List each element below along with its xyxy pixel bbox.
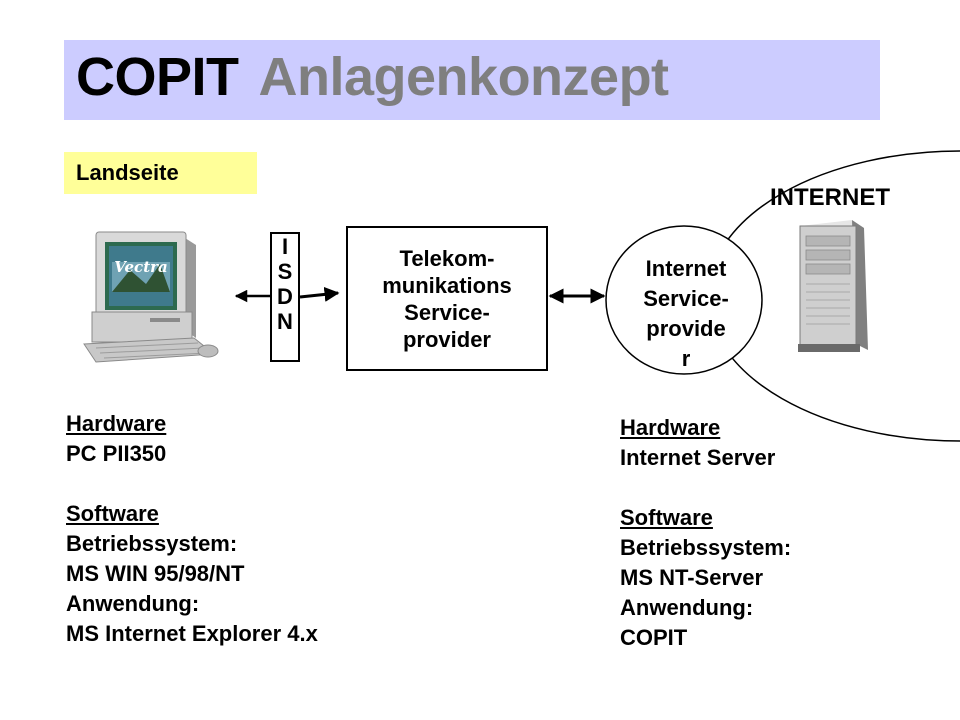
isdn-letter: N	[277, 309, 293, 334]
right-info-block: Hardware Internet Server Software Betrie…	[620, 413, 791, 653]
isdn-letter: D	[277, 284, 293, 309]
isp-line: Service-	[643, 286, 729, 311]
right-os-value: MS NT-Server	[620, 565, 764, 590]
telekom-line: provider	[402, 326, 491, 352]
left-hardware-value: PC PII350	[66, 441, 167, 466]
isdn-letter: I	[281, 234, 289, 259]
pc-computer-icon: Vectra	[83, 231, 219, 363]
left-info-block: Hardware PC PII350 Software Betriebssyst…	[66, 409, 318, 649]
isdn-letter: S	[277, 259, 293, 284]
telekom-line: Service-	[404, 299, 490, 325]
left-software-heading: Software	[66, 501, 159, 526]
right-hardware-heading: Hardware	[620, 415, 721, 440]
landseite-label: Landseite	[64, 152, 257, 194]
right-os-label: Betriebssystem:	[620, 535, 792, 560]
right-app-value: COPIT	[620, 625, 688, 650]
telekom-line: munikations	[382, 272, 512, 298]
title-part-copit: COPIT	[76, 47, 239, 107]
right-hardware-value: Internet Server	[620, 445, 776, 470]
title-bar: COPIT Anlagenkonzept	[64, 40, 880, 120]
left-app-value: MS Internet Explorer 4.x	[66, 621, 318, 646]
right-software-heading: Software	[620, 505, 713, 530]
isp-line: Internet	[645, 256, 727, 281]
server-tower-icon	[798, 220, 868, 352]
right-app-label: Anwendung:	[620, 595, 754, 620]
telekom-provider-text: Telekom- munikations Service- provider	[382, 245, 512, 353]
left-app-label: Anwendung:	[66, 591, 200, 616]
isdn-box: I S D N	[270, 232, 300, 362]
telekom-provider-box: Telekom- munikations Service- provider	[346, 226, 548, 371]
isp-line: r	[681, 346, 691, 371]
left-os-label: Betriebssystem:	[66, 531, 238, 556]
page-title: COPIT Anlagenkonzept	[76, 46, 669, 108]
connector-isdn-telekom	[299, 286, 340, 302]
pc-screen-text: Vectra	[114, 258, 168, 276]
left-os-value: MS WIN 95/98/NT	[66, 561, 245, 586]
telekom-line: Telekom-	[399, 245, 495, 271]
isp-line: provide	[646, 316, 726, 341]
left-hardware-heading: Hardware	[66, 411, 167, 436]
internet-label: INTERNET	[770, 184, 890, 211]
title-part-anlagenkonzept: Anlagenkonzept	[258, 47, 670, 107]
isp-ellipse	[605, 225, 763, 375]
isp-text: Internet Service- provide r	[612, 254, 760, 374]
